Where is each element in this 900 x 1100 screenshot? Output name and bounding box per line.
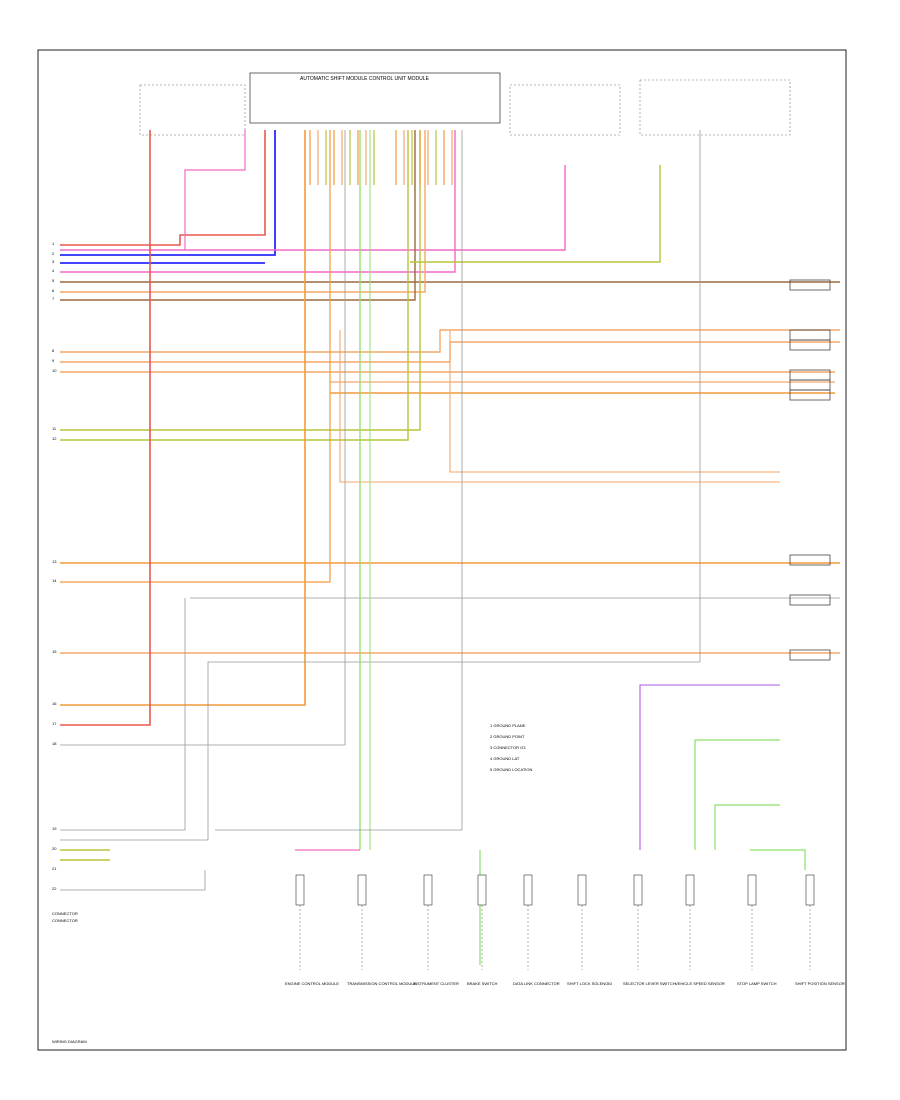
svg-text:22: 22 [52,886,57,891]
svg-text:3: 3 [52,259,55,264]
wire-pink-2 [60,130,456,273]
svg-text:12: 12 [52,436,57,441]
svg-text:2: 2 [52,251,55,256]
component-connector: ENGINE CONTROL MODULE [285,874,339,986]
svg-text:8: 8 [52,348,55,353]
wire-gray-6 [215,130,463,831]
svg-text:4: 4 [52,268,55,273]
svg-text:16: 16 [52,701,57,706]
page-label: WIRING DIAGRAM [52,1039,87,1044]
svg-text:17: 17 [52,721,57,726]
wire-purple [639,684,780,850]
wire-olive-2 [60,130,409,441]
component-connector: VEHICLE SPEED SENSOR [675,874,725,986]
component-label: BRAKE SWITCH [467,981,498,986]
component-connector: DATA LINK CONNECTOR [513,874,560,986]
fuse-box-left [139,84,246,136]
wire-gray-3 [60,598,186,831]
component-connector: SHIFT LOCK SOLENOID [567,874,612,986]
svg-text:20: 20 [52,846,57,851]
wire-salmon-7 [339,330,780,483]
component-connector: BRAKE SWITCH [467,874,498,986]
legend-item: 5 GROUND LOCATION [490,767,532,772]
component-label: STOP LAMP SWITCH [737,981,777,986]
component-connector: SELECTOR LEVER SWITCH [623,874,676,986]
component-label: VEHICLE SPEED SENSOR [675,981,725,986]
footer-connector-label: CONNECTOR [52,911,78,916]
wire-salmon-6 [449,330,780,473]
wire-brown-2 [60,130,416,301]
svg-text:13: 13 [52,559,57,564]
wire-gray-5 [60,870,206,891]
wire-gray-4 [60,130,701,841]
wire-olive-3 [410,165,661,263]
svg-text:9: 9 [52,358,55,363]
svg-text:18: 18 [52,741,57,746]
bottom-components: ENGINE CONTROL MODULE TRANSMISSION CONTRO… [285,874,845,986]
wire-pink [60,165,566,251]
component-connector: TRANSMISSION CONTROL MODULE [347,874,417,986]
component-label: DATA LINK CONNECTOR [513,981,560,986]
component-connector: SHIFT POSITION SENSOR [795,874,845,986]
footer-connector-label-2: CONNECTOR [52,918,78,923]
component-connector: INSTRUMENT CLUSTER [413,874,459,986]
fuse-box-right [639,79,791,136]
control-module-title: AUTOMATIC SHIFT MODULE CONTROL UNIT MODU… [300,76,430,82]
component-label: SHIFT LOCK SOLENOID [567,981,612,986]
legend-item: 3 CONNECTOR G3 [490,745,526,750]
svg-text:21: 21 [52,866,57,871]
fuse-box-mid [509,84,621,136]
component-label: SELECTOR LEVER SWITCH [623,981,676,986]
component-label: TRANSMISSION CONTROL MODULE [347,981,417,986]
wire-olive [60,130,421,431]
ground-legend: 1 GROUND PLANE 2 GROUND POINT 3 CONNECTO… [490,723,532,772]
wire-orange-3 [60,130,331,583]
wire-salmon [60,130,426,293]
wire-gray-2 [60,130,346,746]
component-connector: STOP LAMP SWITCH [737,874,777,986]
legend-item: 4 GROUND LAT [490,756,520,761]
svg-text:7: 7 [52,296,55,301]
svg-text:10: 10 [52,368,57,373]
wire-red-2 [60,130,151,726]
wire-pink-4 [184,130,246,250]
left-pin-numbers: 1 2 3 4 5 6 7 8 9 10 11 12 13 14 15 16 1… [52,241,57,891]
component-label: ENGINE CONTROL MODULE [285,981,339,986]
control-module-box [249,72,501,124]
wire-green-3 [694,739,780,850]
svg-text:5: 5 [52,278,55,283]
right-label-block [789,279,831,661]
svg-text:19: 19 [52,826,57,831]
diagram-frame [37,49,847,1051]
component-label: SHIFT POSITION SENSOR [795,981,845,986]
svg-text:6: 6 [52,288,55,293]
wire-green-5 [750,849,806,870]
svg-text:1: 1 [52,241,55,246]
svg-text:14: 14 [52,578,57,583]
wire-salmon-2 [60,329,840,353]
legend-item: 2 GROUND POINT [490,734,525,739]
wire-traces [60,130,840,965]
wire-blue [60,130,276,256]
svg-text:11: 11 [52,426,57,431]
wire-red [60,130,266,246]
component-label: INSTRUMENT CLUSTER [413,981,459,986]
wire-orange-4 [60,130,306,706]
wire-green-4 [714,804,780,850]
svg-text:15: 15 [52,649,57,654]
legend-item: 1 GROUND PLANE [490,723,526,728]
